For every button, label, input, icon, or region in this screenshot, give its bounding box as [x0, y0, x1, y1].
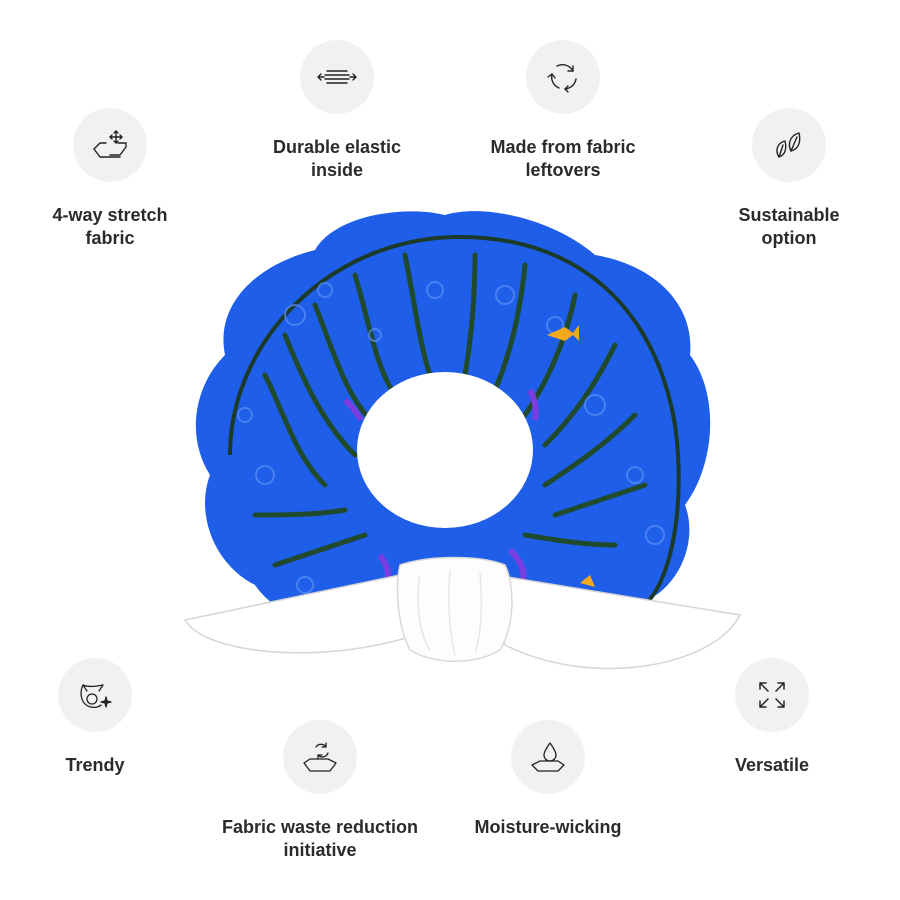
feature-versatile: Versatile	[662, 658, 882, 777]
feature-moisture-wicking: Moisture-wicking	[438, 720, 658, 839]
scrunchie-image	[183, 211, 742, 670]
feature-label: Fabric waste reduction initiative	[221, 817, 419, 860]
feature-trendy: Trendy	[0, 658, 205, 777]
feature-label: 4-way stretch fabric	[52, 205, 168, 248]
feature-label: Durable elastic inside	[272, 137, 402, 180]
recycle-arrows-icon	[526, 40, 600, 114]
cat-sparkle-icon	[58, 658, 132, 732]
leaves-icon	[752, 108, 826, 182]
elastic-band-icon	[300, 40, 374, 114]
feature-fabric-leftovers: Made from fabric leftovers	[453, 40, 673, 182]
expand-arrows-icon	[735, 658, 809, 732]
feature-fabric-waste-reduction: Fabric waste reduction initiative	[210, 720, 430, 862]
feature-label: Versatile	[734, 755, 810, 775]
fabric-recycle-icon	[283, 720, 357, 794]
feature-4-way-stretch: 4-way stretch fabric	[0, 108, 220, 250]
feature-durable-elastic: Durable elastic inside	[227, 40, 447, 182]
feature-label: Made from fabric leftovers	[490, 137, 636, 180]
feature-label: Moisture-wicking	[474, 817, 622, 837]
feature-label: Trendy	[65, 755, 125, 775]
four-way-stretch-icon	[73, 108, 147, 182]
droplet-fabric-icon	[511, 720, 585, 794]
feature-label: Sustainable option	[738, 205, 840, 248]
feature-sustainable: Sustainable option	[679, 108, 899, 250]
